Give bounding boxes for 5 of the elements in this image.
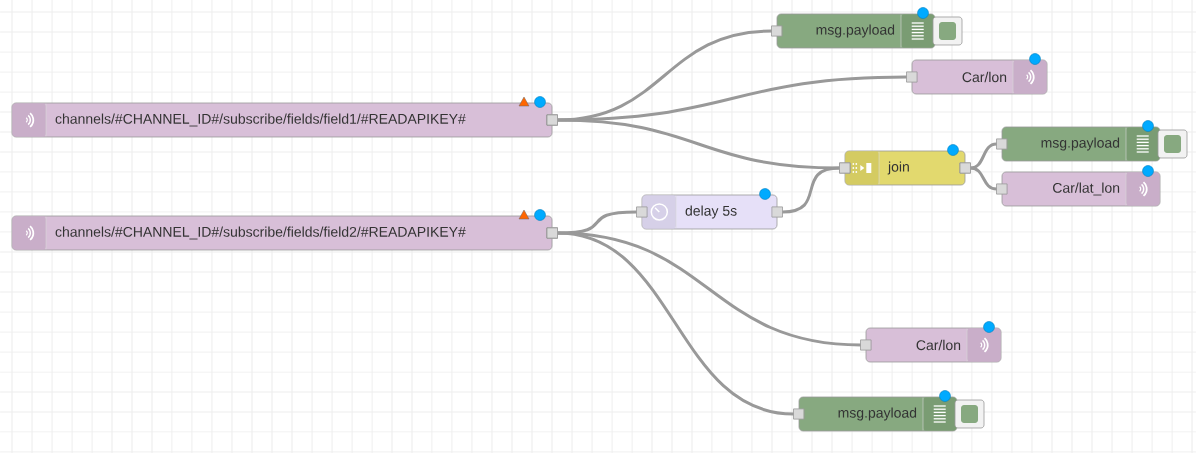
wire: [546, 227, 805, 420]
wire: [771, 162, 851, 218]
wire: [959, 162, 1008, 195]
flow-node: channels/#CHANNEL_ID#/subscribe/fields/field2/#READAPIKEY#: [11, 215, 553, 251]
flow-node: channels/#CHANNEL_ID#/subscribe/fields/field1/#READAPIKEY#: [11, 102, 553, 138]
